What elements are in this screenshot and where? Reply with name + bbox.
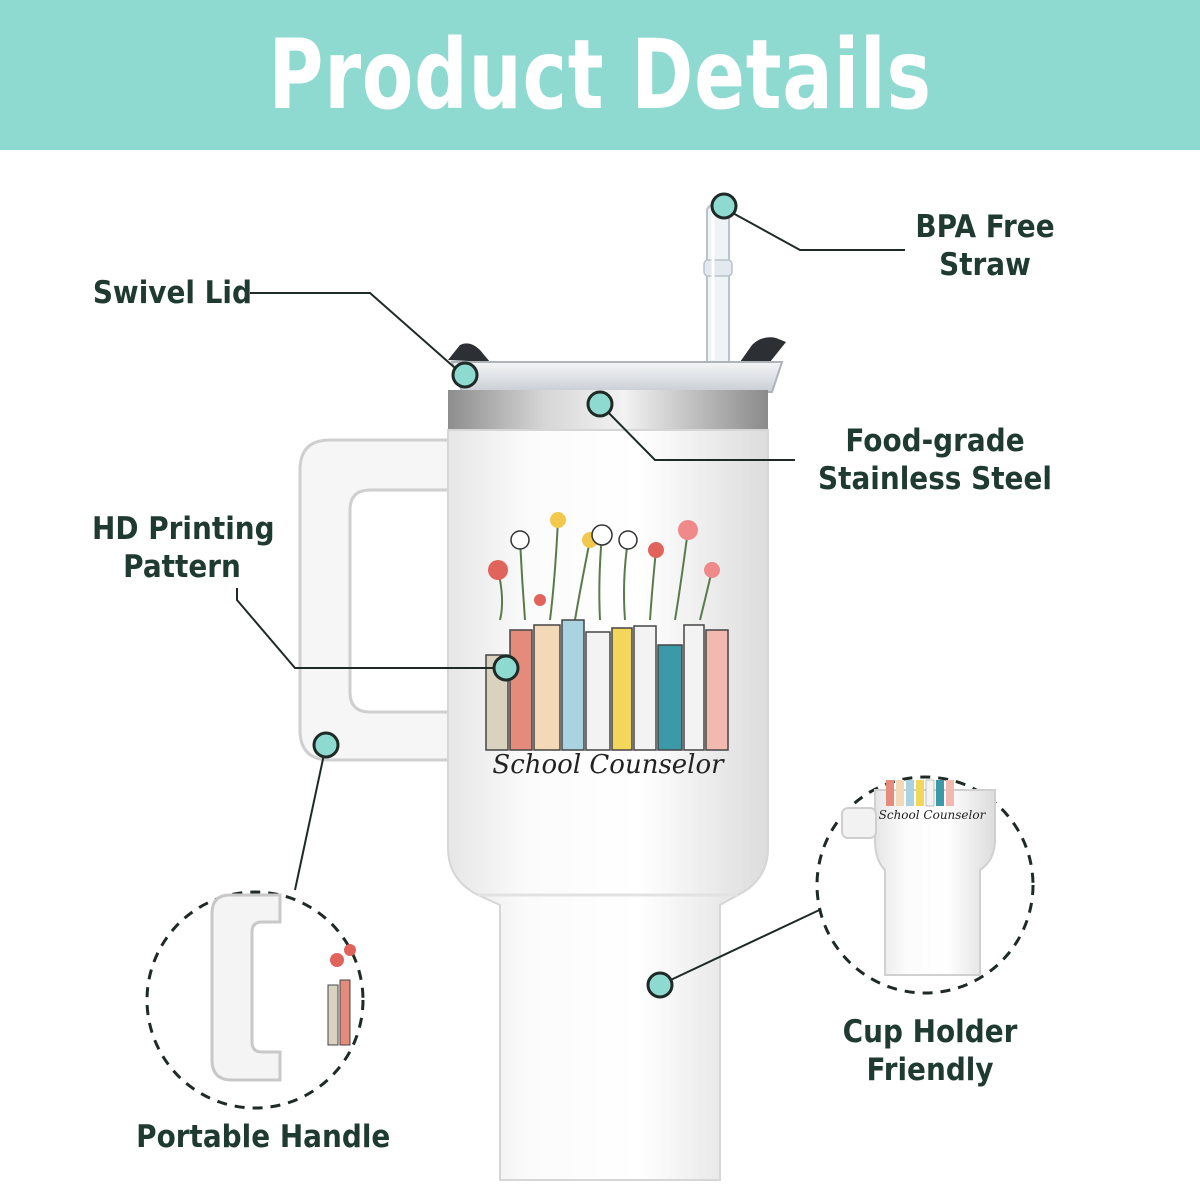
print-script-text: School Counselor	[492, 750, 724, 780]
callout-print: HD Printing Pattern	[92, 511, 275, 585]
callout-handle: Portable Handle	[136, 1119, 391, 1155]
callout-cup-holder: Cup Holder Friendly	[842, 1014, 1018, 1088]
callout-lines	[236, 205, 905, 986]
marker-steel	[586, 390, 614, 418]
marker-print	[492, 654, 520, 682]
callout-markers	[312, 192, 738, 999]
page-title: Product Details	[268, 19, 932, 131]
book-row	[485, 619, 729, 751]
inset-script-text: School Counselor	[878, 808, 986, 822]
marker-straw	[710, 192, 738, 220]
marker-lid	[451, 361, 479, 389]
book-spine	[561, 619, 585, 751]
straw	[703, 204, 733, 368]
cup-holder-detail-inset	[815, 775, 1035, 995]
book-spine	[611, 627, 633, 751]
callout-straw: BPA Free Straw	[915, 209, 1055, 283]
book-spine	[633, 625, 657, 751]
book-spine	[705, 629, 729, 751]
swivel-lid	[448, 337, 786, 393]
book-spine	[509, 629, 533, 751]
book-spine	[657, 644, 683, 751]
marker-cup-holder	[646, 971, 674, 999]
marker-handle	[312, 731, 340, 759]
handle-detail-inset	[145, 890, 365, 1110]
title-banner: Product Details	[0, 0, 1200, 150]
callout-steel: Food-grade Stainless Steel	[818, 423, 1052, 497]
callout-lid: Swivel Lid	[92, 275, 252, 311]
book-spine	[585, 631, 611, 751]
tumbler-body	[447, 429, 769, 1181]
book-spine	[533, 624, 561, 751]
book-spine	[683, 624, 705, 751]
tumbler-handle	[298, 438, 472, 762]
